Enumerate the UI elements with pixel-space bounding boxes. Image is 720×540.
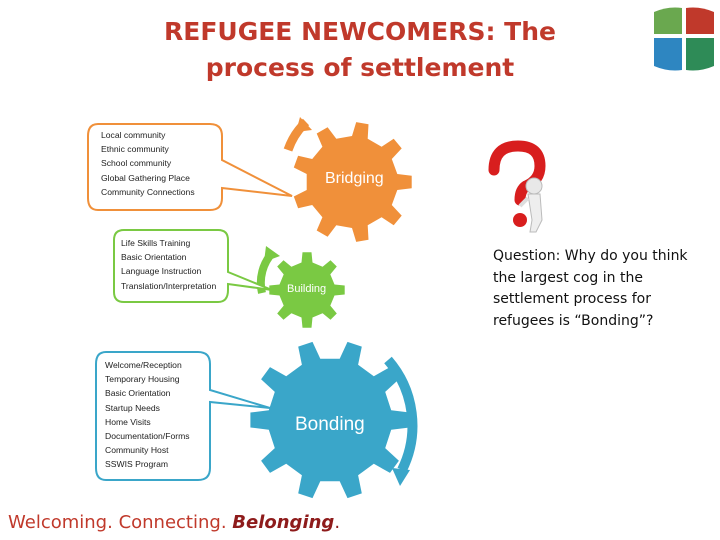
bonding-cog-label: Bonding — [295, 414, 365, 435]
bonding-list-item: Documentation/Forms — [105, 431, 190, 442]
building-list-item: Language Instruction — [121, 266, 202, 277]
bridging-list-item: Ethnic community — [101, 144, 169, 155]
title-line-2: process of settlement — [205, 53, 515, 82]
bridging-cog — [283, 117, 412, 242]
bonding-list-item: Community Host — [105, 445, 169, 456]
bridging-cog-label: Bridging — [325, 170, 384, 187]
bonding-list-item: Temporary Housing — [105, 374, 180, 385]
bonding-cog — [250, 341, 418, 499]
bonding-list-item: Basic Orientation — [105, 388, 171, 399]
bridging-list-item: Global Gathering Place — [101, 172, 190, 183]
bridging-list-item: Local community — [101, 130, 166, 140]
question-mark-figure-icon — [488, 140, 546, 233]
four-square-logo-icon — [654, 7, 714, 71]
tagline-welcoming: Welcoming. — [8, 512, 113, 533]
building-cog — [256, 246, 345, 328]
bonding-list-item: Startup Needs — [105, 402, 160, 413]
tagline-period: . — [334, 512, 341, 533]
building-cog-label: Building — [287, 283, 327, 295]
question-text: Question: Why do you think the largest c… — [493, 248, 688, 329]
bridging-bubble — [87, 123, 293, 211]
title-line-1: REFUGEE NEWCOMERS: The — [164, 17, 556, 46]
building-list-item: Life Skills Training — [121, 238, 191, 248]
tagline-connecting: Connecting. — [118, 512, 227, 533]
bonding-list-item: Welcome/Reception — [105, 360, 182, 370]
bridging-list-item: School community — [101, 158, 172, 169]
page-title: REFUGEE NEWCOMERS: The process of settle… — [150, 14, 570, 86]
tagline: Welcoming. Connecting. Belonging. — [8, 512, 340, 533]
bonding-list-item: Home Visits — [105, 416, 151, 427]
building-bubble — [113, 229, 273, 303]
bonding-bubble — [95, 351, 271, 481]
bridging-list-item: Community Connections — [101, 186, 195, 197]
tagline-belonging: Belonging — [232, 512, 335, 533]
bonding-list-item: SSWIS Program — [105, 459, 169, 470]
building-list-item: Basic Orientation — [121, 252, 187, 263]
building-list-item: Translation/Interpretation — [121, 280, 217, 291]
